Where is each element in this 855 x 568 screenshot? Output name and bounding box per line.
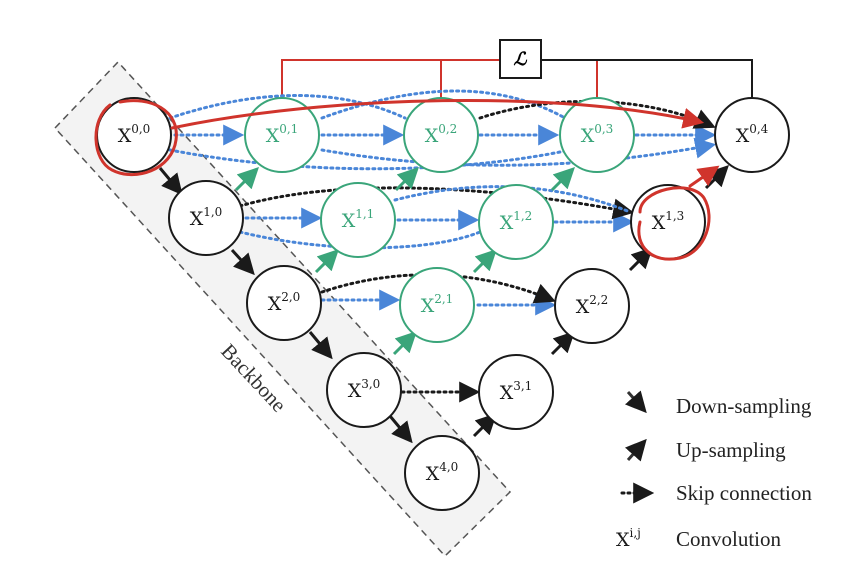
loss-symbol: ℒ [514, 49, 528, 70]
node-x40: X4,0 [404, 435, 480, 511]
node-sup: 0,2 [438, 122, 457, 136]
node-sup: 0,1 [279, 122, 298, 136]
node-sup: 1,2 [513, 209, 532, 223]
legend: Down-sampling Up-sampling Skip connectio… [616, 390, 812, 551]
svg-text:X0,2: X0,2 [425, 122, 458, 147]
node-x01: X0,1 [244, 97, 320, 173]
svg-text:X3,1: X3,1 [500, 379, 533, 404]
node-sup: 4,0 [439, 460, 458, 474]
legend-label: Up-sampling [676, 438, 786, 462]
node-sup: 2,0 [281, 290, 300, 304]
node-base: X [426, 463, 440, 485]
node-x11: X1,1 [320, 182, 396, 258]
highlight-circle-x00 [94, 99, 178, 176]
node-base: X [342, 210, 356, 232]
node-base: X [652, 212, 666, 234]
loss-box: ℒ [499, 39, 542, 79]
node-x22: X2,2 [554, 268, 630, 344]
node-sup: 1,1 [355, 207, 374, 221]
svg-text:X0,4: X0,4 [736, 122, 769, 147]
node-symbol-icon: Xi,j [616, 526, 641, 551]
node-base: X [500, 212, 514, 234]
down-arrow-icon [624, 390, 647, 414]
legend-item-skip: Skip connection [620, 481, 812, 505]
legend-label: Convolution [676, 527, 782, 551]
svg-text:X1,3: X1,3 [652, 209, 685, 234]
node-base: X [266, 125, 280, 147]
node-sup: 1,3 [665, 209, 684, 223]
node-sup: 3,0 [361, 377, 380, 391]
legend-item-upsampling: Up-sampling [624, 438, 786, 462]
node-base: X [118, 125, 132, 147]
node-x30: X3,0 [326, 352, 402, 428]
node-sup: 1,0 [203, 205, 222, 219]
node-sup: 2,2 [589, 293, 608, 307]
node-sup: 3,1 [513, 379, 532, 393]
svg-text:X0,0: X0,0 [118, 122, 151, 147]
highlight-arrow-x13 [688, 165, 720, 188]
node-x02: X0,2 [403, 97, 479, 173]
svg-text:X2,1: X2,1 [421, 292, 454, 317]
legend-label: Down-sampling [676, 394, 812, 418]
svg-text:X4,0: X4,0 [426, 460, 459, 485]
node-x31: X3,1 [478, 354, 554, 430]
node-x21: X2,1 [399, 267, 475, 343]
node-base: X [268, 293, 282, 315]
svg-text:X3,0: X3,0 [348, 377, 381, 402]
node-base: X [190, 208, 204, 230]
node-x04: X0,4 [714, 97, 790, 173]
legend-item-convolution: Xi,j Convolution [616, 526, 782, 551]
node-x03: X0,3 [559, 97, 635, 173]
svg-text:X1,1: X1,1 [342, 207, 375, 232]
node-base: X [576, 296, 590, 318]
node-sup: 0,3 [594, 122, 613, 136]
svg-text:X2,2: X2,2 [576, 293, 609, 318]
svg-text:X1,2: X1,2 [500, 209, 533, 234]
node-x13: X1,3 [630, 184, 706, 260]
legend-label: Skip connection [676, 481, 812, 505]
node-x12: X1,2 [478, 184, 554, 260]
node-base: X [348, 380, 362, 402]
node-sup: 0,0 [131, 122, 150, 136]
node-base: X [581, 125, 595, 147]
highlight-arrow-top [170, 98, 705, 130]
legend-item-downsampling: Down-sampling [624, 390, 812, 418]
node-base: X [736, 125, 750, 147]
node-sup: 0,4 [749, 122, 768, 136]
highlight-circle-x13 [637, 186, 711, 261]
node-base: X [421, 295, 435, 317]
node-x10: X1,0 [168, 180, 244, 256]
node-sup: 2,1 [434, 292, 453, 306]
red-annotations [94, 98, 720, 261]
svg-text:X0,3: X0,3 [581, 122, 614, 147]
node-x00: X0,0 [96, 97, 172, 173]
downsampling-arrows [158, 167, 413, 444]
node-base: X [425, 125, 439, 147]
node-x20: X2,0 [246, 265, 322, 341]
up-arrow-icon [624, 438, 647, 462]
node-base: X [500, 382, 514, 404]
svg-text:X2,0: X2,0 [268, 290, 301, 315]
svg-text:X1,0: X1,0 [190, 205, 223, 230]
svg-text:X0,1: X0,1 [266, 122, 299, 147]
